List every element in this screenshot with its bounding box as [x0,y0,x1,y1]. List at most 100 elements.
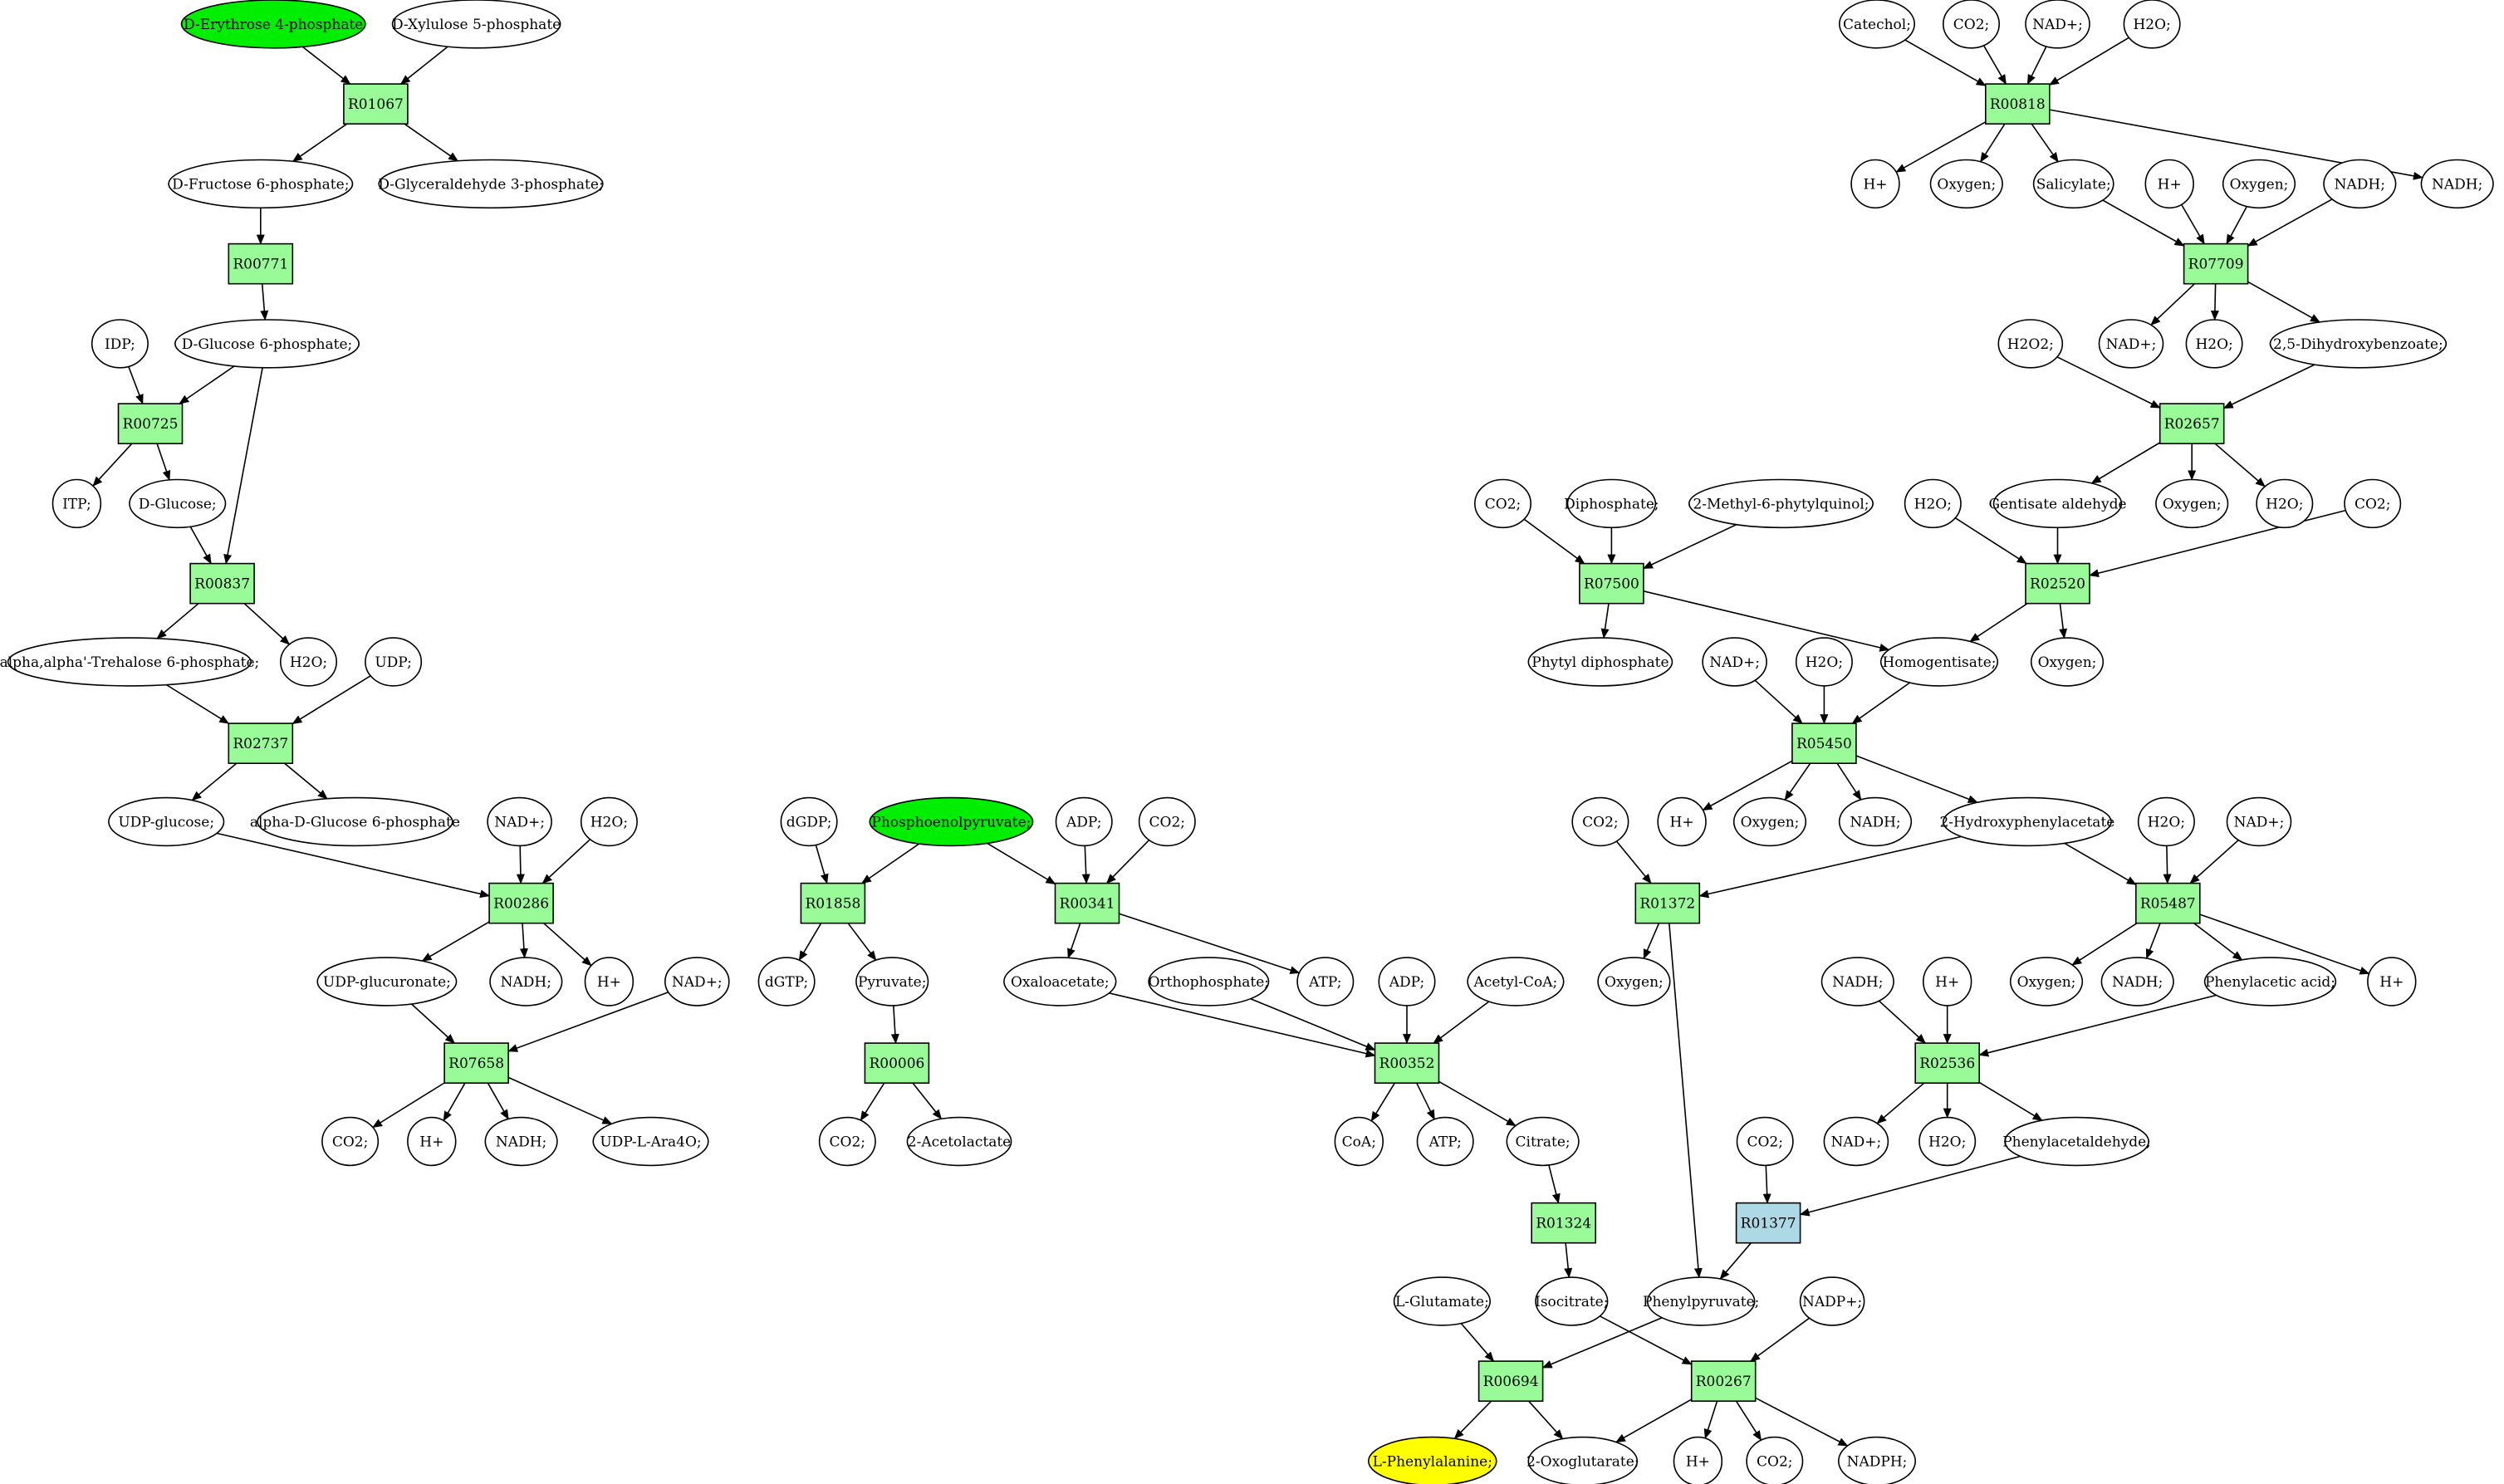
compound-ellipse [2344,478,2402,529]
edge-R02657-to-h2o_5 [2214,443,2266,487]
compound-ellipse [584,957,635,1006]
compound-label: NAD+; [2234,815,2285,831]
compound-ellipse [1838,1436,1916,1484]
compound-node-co2_9: CO2; [1736,1116,1794,1167]
compound-label: NADH; [1832,974,1883,991]
compound-label: D-Erythrose 4-phosphate [184,17,363,33]
reaction-box [1374,1042,1440,1084]
edge-R01372-to-phpyr [1669,923,1703,1279]
reaction-node-R07658: R07658 [443,1042,509,1084]
compound-node-nadh_5: NADH; [1838,796,1913,847]
compound-label: NAD+; [1831,1134,1882,1151]
compound-ellipse [1823,1116,1889,1167]
edge-co2_8-to-R01372 [1615,840,1652,884]
compound-label: H2O; [2133,17,2170,33]
reaction-label: R05450 [1796,736,1852,752]
reaction-node-R01067: R01067 [343,83,409,125]
compound-node-hpac: 2-Hydroxyphenylacetate [1939,796,2114,847]
edge-R00341-to-atp_1 [1119,913,1301,974]
compound-label: Phosphoenolpyruvate; [871,815,1031,831]
edge-R00818-to-oxy_1 [1980,123,2006,163]
compound-label: NAD+; [494,815,545,831]
compound-node-oxy_5: Oxygen; [1732,796,1807,847]
edge-dhb-to-R02657 [2222,364,2315,409]
edge-oxy_2-to-R07709 [2226,206,2248,245]
compound-ellipse [1850,159,1900,209]
compound-label: Oxygen; [2163,496,2222,512]
edge-phac-to-R02536 [1978,994,2217,1057]
reaction-node-R00694: R00694 [1477,1360,1544,1402]
reaction-box [2025,562,2090,605]
compound-ellipse [91,319,149,369]
reaction-node-R00771: R00771 [228,242,294,285]
compound-ellipse [2420,159,2494,209]
edge-R00837-to-h2o_1 [243,603,291,645]
reaction-node-R05487: R05487 [2135,882,2201,924]
compound-ellipse [1688,478,1874,529]
edge-R05450-to-hpac [1855,755,1978,803]
compound-label: CO2; [830,1134,866,1151]
compound-node-phac: Phenylacetic acid; [2203,957,2337,1006]
edge-co2_9-to-R01377 [1762,1165,1771,1204]
reaction-box [1531,1202,1596,1244]
reaction-node-R02536: R02536 [1914,1042,1980,1084]
compound-label: dGTP; [765,974,808,991]
edge-pep-to-R01858 [860,843,920,884]
edge-R02737-to-ag6p [284,762,328,800]
compound-node-oxy_4: Oxygen; [2030,637,2105,687]
compound-label: ITP; [62,496,91,512]
edge-R00006-to-acl [912,1082,943,1120]
compound-label: L-Phenylalanine; [1373,1454,1492,1471]
compound-label: H2O; [2266,496,2303,512]
compound-node-co2_4: CO2; [1746,1436,1804,1484]
compound-node-icit: Isocitrate; [1535,1276,1608,1326]
compound-node-cit: Citrate; [1506,1116,1580,1167]
edge-catechol-to-R00818 [1904,39,1987,86]
edge-R00267-to-hp_3 [1703,1401,1718,1439]
reaction-label: R00286 [493,896,549,913]
compound-ellipse [2030,637,2105,687]
compound-node-nadh_4: NADH; [2420,159,2494,209]
compound-node-nadp_6: NAD+; [2226,796,2292,847]
edge-R00267-to-co2_4 [1735,1400,1762,1441]
compound-ellipse [757,957,816,1006]
compound-node-hp_2: H+ [407,1116,457,1167]
compound-label: L-Glutamate; [1395,1294,1489,1310]
compound-label: H+ [1686,1454,1710,1471]
compound-ellipse [2203,957,2337,1006]
edge-nadh_6-to-R02536 [1878,1000,1926,1044]
compound-node-nadh_2: NADH; [484,1116,558,1167]
compound-ellipse [1474,478,1532,529]
reaction-label: R02520 [2030,576,2085,593]
edge-idp-to-R00725 [128,366,144,405]
compound-ellipse [1393,1276,1491,1326]
edge-co2_2-to-R00341 [1105,840,1150,884]
edge-g6p-to-R00725 [179,365,235,404]
compound-node-pyr: Pyruvate; [855,957,929,1006]
compound-ellipse [1368,1436,1497,1484]
edge-sal-to-R07709 [2102,199,2185,247]
compound-ellipse [2222,159,2296,209]
compound-node-nadp_1: NAD+; [487,796,552,847]
edge-R00694-to-akg [1528,1400,1564,1440]
compound-label: Oxygen; [1605,974,1664,991]
edge-R02737-to-udpglc [191,762,238,801]
compound-ellipse [1416,1116,1474,1167]
compound-ellipse [129,478,227,529]
edge-R01324-to-icit [1564,1242,1573,1279]
edges-layer [92,37,2423,1447]
reaction-box [1477,1360,1544,1402]
edge-R00771-to-g6p [260,283,269,321]
edge-udp-to-R02737 [292,675,371,725]
compound-node-pep: Phosphoenolpyruvate; [869,796,1034,847]
compound-ellipse [1467,957,1565,1006]
compound-node-h2o_9: H2O; [1918,1116,1977,1167]
reaction-box [1914,1042,1980,1084]
compound-ellipse [1597,957,1671,1006]
compound-node-nadp_5: NAD+; [1702,637,1767,687]
edge-phald-to-R01377 [1799,1155,2021,1217]
compound-label: ATP; [1428,1134,1462,1151]
edge-h2o_8-to-R05487 [2163,845,2172,884]
compound-node-nadp_4: NAD+; [2098,319,2164,369]
